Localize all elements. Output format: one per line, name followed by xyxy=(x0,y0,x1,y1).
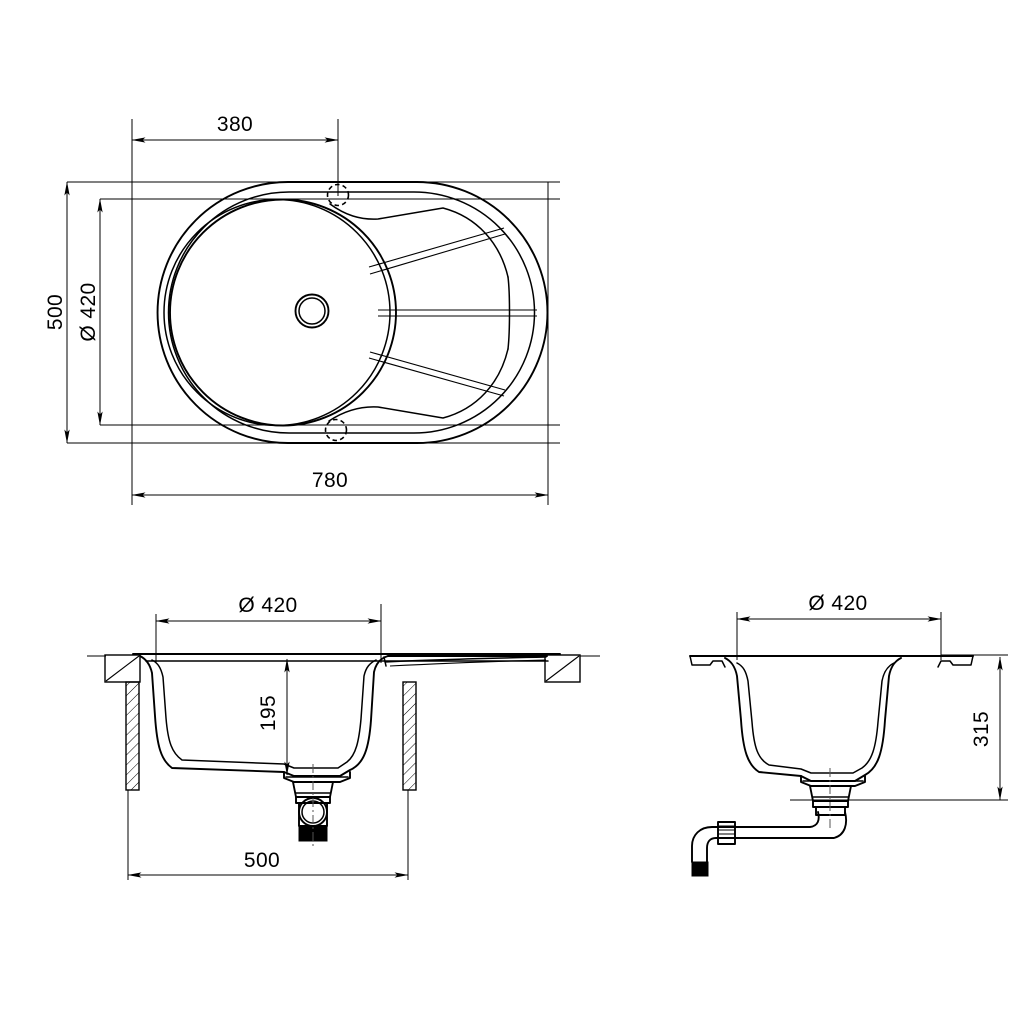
dimension-380-label: 380 xyxy=(217,113,253,136)
dimension-500-top-label: 500 xyxy=(44,294,67,330)
drainboard-right-edge xyxy=(507,276,511,350)
dimension-dia420-side-label: Ø 420 xyxy=(808,592,867,615)
drainboard-upper-edge xyxy=(329,203,509,278)
cabinet-wall-right xyxy=(402,681,417,791)
dimension-dia420-top-view: Ø 420 xyxy=(77,198,103,426)
drainboard-rib-upper xyxy=(368,227,506,275)
drain-trap-pipe xyxy=(691,811,848,877)
dimension-dia420-front-section: Ø 420 xyxy=(155,594,382,624)
faucet-hole-bottom-icon xyxy=(324,418,348,442)
dimension-195: 195 xyxy=(257,658,290,776)
coupling-nut xyxy=(717,821,736,845)
drain-strainer-assembly-front xyxy=(283,764,351,846)
dimension-315: 315 xyxy=(970,656,1003,801)
drain-strainer-assembly-side xyxy=(800,768,866,830)
dimension-780-label: 780 xyxy=(312,469,348,492)
sink-inner-rim-outline xyxy=(167,191,536,434)
bowl-circle xyxy=(169,198,397,427)
sink-outer-outline xyxy=(156,181,549,444)
drainboard-lower-edge xyxy=(328,348,509,422)
dimension-500-front-label: 500 xyxy=(244,849,280,872)
drainboard-rib-middle xyxy=(378,309,537,317)
dimension-195-label: 195 xyxy=(257,695,280,731)
countertop-block-right xyxy=(544,654,581,683)
side-section-view-group: Ø 420 315 xyxy=(689,592,1008,877)
drainboard-rib-lower xyxy=(368,351,506,397)
dimension-dia420-front-label: Ø 420 xyxy=(238,594,297,617)
side-section-flange-right xyxy=(937,655,974,668)
front-section-drainboard-inner xyxy=(389,659,547,667)
cabinet-wall-left xyxy=(125,681,140,791)
side-section-flange-left xyxy=(689,655,726,668)
dimension-315-label: 315 xyxy=(970,711,993,747)
dimension-500-front-section: 500 xyxy=(127,849,409,878)
top-view-group: 380 500 Ø 420 780 xyxy=(44,113,560,505)
drain-inner-ring xyxy=(298,297,326,325)
dimension-500-top-view: 500 xyxy=(44,181,70,444)
front-section-bowl-inner-profile xyxy=(151,659,377,769)
faucet-hole-top-icon xyxy=(326,183,350,207)
dimension-380: 380 xyxy=(131,113,339,143)
dimension-dia420-side-section: Ø 420 xyxy=(736,592,942,622)
front-section-bowl-drainboard-lip xyxy=(383,656,387,667)
front-section-drainboard-under xyxy=(384,656,547,663)
drain-outer-ring xyxy=(294,293,330,329)
dimension-780: 780 xyxy=(131,469,549,498)
countertop-block-left xyxy=(104,654,141,683)
dimension-dia420-top-label: Ø 420 xyxy=(77,282,100,341)
front-section-view-group: Ø 420 195 500 xyxy=(87,594,600,880)
side-section-bowl-inner-profile xyxy=(736,662,895,774)
front-section-bowl-outer-profile xyxy=(139,655,389,777)
